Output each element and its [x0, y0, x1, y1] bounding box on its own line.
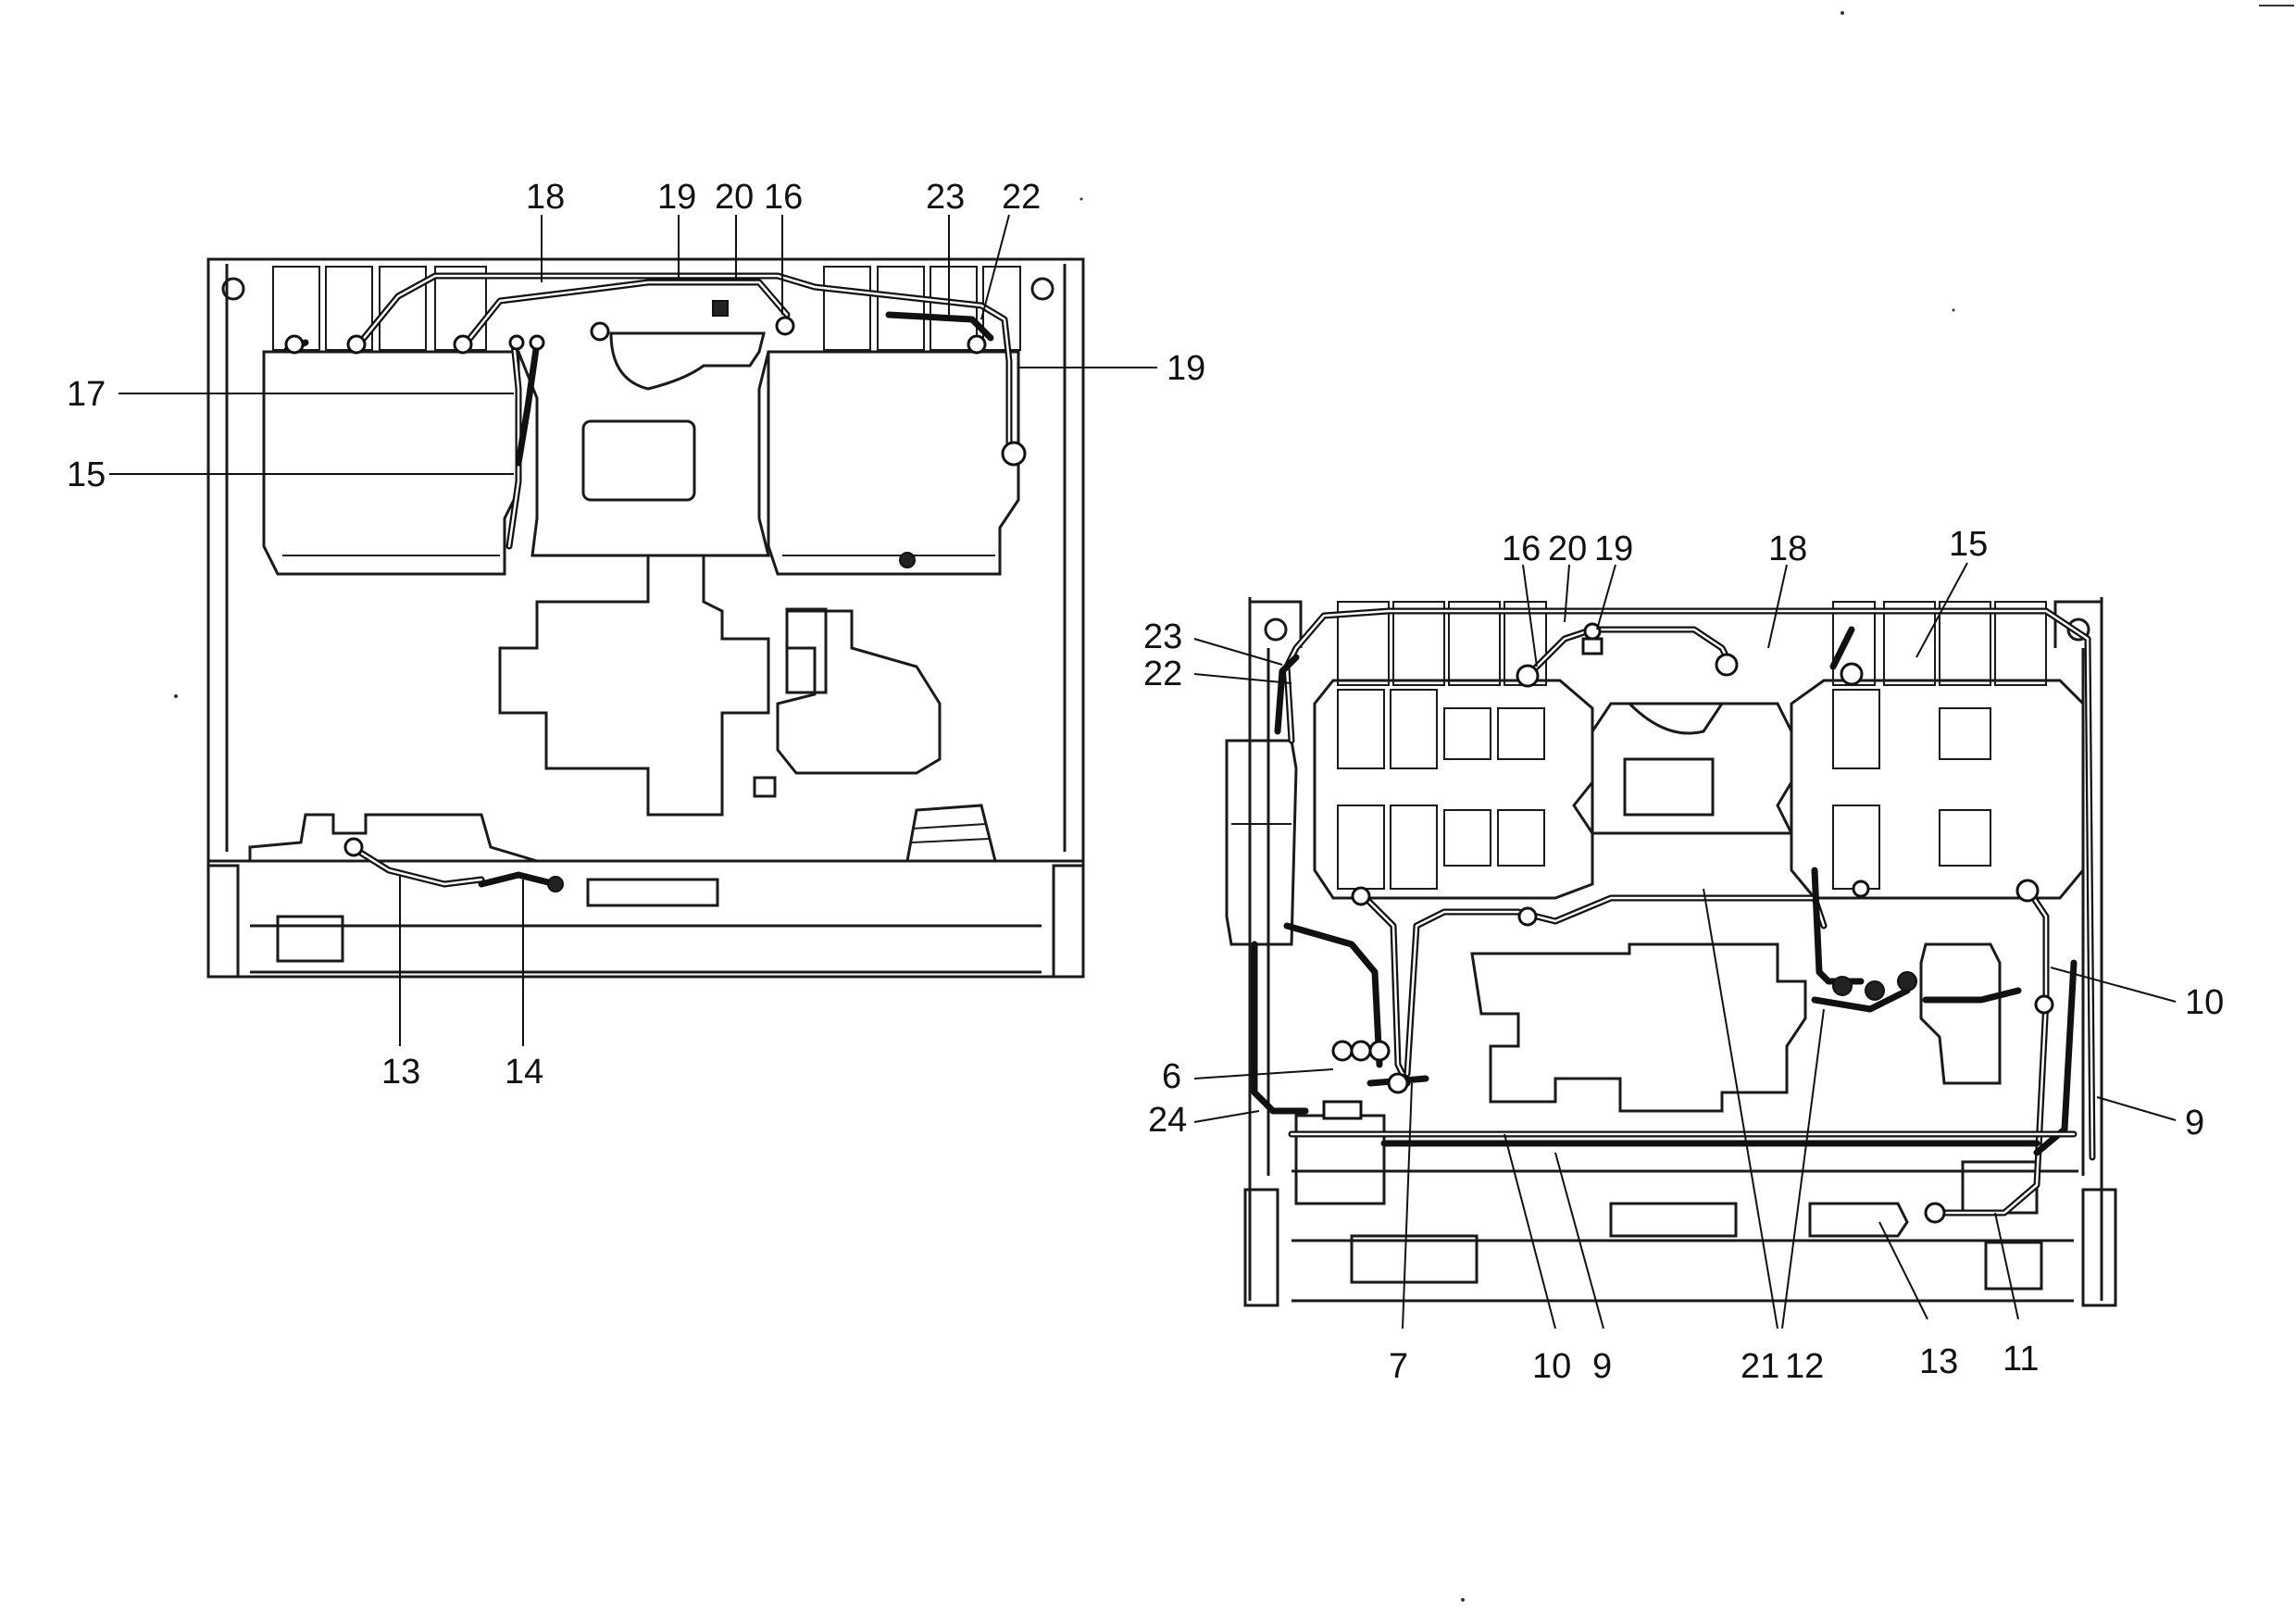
right-callout-9-bottom: 9: [1592, 1347, 1612, 1386]
left-foot-left: [206, 864, 240, 979]
scan-specks: [174, 5, 2294, 1602]
right-center-housing: [1591, 702, 1793, 835]
right-view: 16 20 19 18 15 23 22 10 6 24 9 7 10 9 21…: [1143, 525, 2224, 1386]
left-callout-19-right: 19: [1167, 349, 1205, 388]
left-inspection-cover: [581, 419, 696, 502]
right-center-cap: [1628, 702, 1724, 735]
left-callout-18: 18: [526, 178, 565, 217]
right-frame-top-corners: [1250, 600, 2102, 648]
left-terminal-strip: [586, 878, 719, 907]
left-filter-rings: [911, 823, 990, 843]
right-gearbox: [1470, 942, 1807, 1113]
right-pump-unit-left: [1313, 679, 1594, 900]
left-mount-hole-left: [221, 277, 245, 301]
right-foot-left: [1243, 1188, 1279, 1307]
right-frame-rails-outer: [1248, 597, 2103, 1301]
left-view: 18 19 20 16 23 22 19 17 15 13 14: [67, 178, 1205, 1092]
right-callout-15: 15: [1949, 525, 1988, 564]
left-callout-14: 14: [505, 1053, 543, 1092]
right-callout-10-bottom: 10: [1532, 1347, 1571, 1386]
right-callout-6: 6: [1162, 1057, 1181, 1096]
right-callout-7: 7: [1389, 1347, 1408, 1386]
right-callout-23: 23: [1143, 618, 1182, 656]
right-callout-11: 11: [2003, 1340, 2039, 1379]
right-inspection-cover: [1623, 757, 1715, 817]
right-callout-20: 20: [1548, 530, 1587, 568]
left-fittings: [284, 300, 1027, 892]
right-valve-block: [1919, 942, 2002, 1085]
right-leaders: [1193, 562, 2177, 1329]
left-center-housing: [517, 351, 770, 557]
right-callout-10: 10: [2185, 983, 2224, 1022]
left-mount-hole-right: [1030, 277, 1054, 301]
right-reservoir: [1225, 739, 1298, 946]
right-callout-12: 12: [1785, 1347, 1824, 1386]
left-gearbox-cross: [498, 554, 770, 817]
left-filter-tube: [905, 804, 997, 862]
left-frame-outline: [206, 257, 1085, 979]
right-callout-18: 18: [1768, 530, 1807, 568]
left-callout-17: 17: [67, 375, 106, 414]
right-tank-box: [1961, 1160, 2039, 1215]
left-callout-16: 16: [764, 178, 803, 217]
right-callout-22: 22: [1143, 655, 1182, 693]
right-base-plate-left: [1350, 1234, 1479, 1284]
right-control-box: [1294, 1114, 1386, 1205]
left-base-plate: [276, 915, 344, 963]
left-small-box: [753, 776, 777, 798]
left-top-blocks: [272, 266, 1021, 351]
left-lower-tank: [248, 813, 538, 863]
right-callout-24: 24: [1148, 1101, 1187, 1140]
left-foot-right: [1052, 864, 1085, 979]
right-filter-housing: [1808, 1202, 1909, 1238]
right-pump-windows: [1337, 689, 1991, 890]
left-callout-22: 22: [1002, 178, 1041, 217]
left-callout-15: 15: [67, 455, 106, 494]
left-pump-unit-right: [767, 350, 1020, 576]
right-callout-16: 16: [1502, 530, 1541, 568]
right-callout-21: 21: [1741, 1347, 1779, 1386]
right-callout-13: 13: [1919, 1342, 1958, 1381]
right-callout-19: 19: [1594, 530, 1633, 568]
right-base-plate-right: [1984, 1241, 2043, 1291]
right-top-blocks: [1337, 601, 2047, 686]
left-base-beam: [208, 859, 1083, 974]
left-callout-13: 13: [381, 1053, 420, 1092]
left-callout-19: 19: [657, 178, 696, 217]
right-base-strip: [1609, 1202, 1738, 1238]
left-callout-20: 20: [715, 178, 754, 217]
left-center-cap: [609, 331, 766, 391]
right-base-beam: [1292, 1169, 2078, 1303]
right-pipes: [1251, 607, 2096, 1216]
left-leaders: [109, 214, 1157, 1046]
right-fittings: [1322, 622, 2054, 1224]
left-motor-unit: [776, 609, 942, 775]
right-mount-hole-left: [1264, 618, 1288, 642]
left-frame-rails: [225, 264, 1067, 852]
left-motor-box: [785, 607, 828, 694]
left-pump-unit-left: [262, 350, 520, 576]
right-callout-9: 9: [2185, 1104, 2204, 1142]
right-foot-right: [2081, 1188, 2117, 1307]
left-callout-23: 23: [926, 178, 965, 217]
right-pump-unit-right: [1776, 679, 2085, 900]
